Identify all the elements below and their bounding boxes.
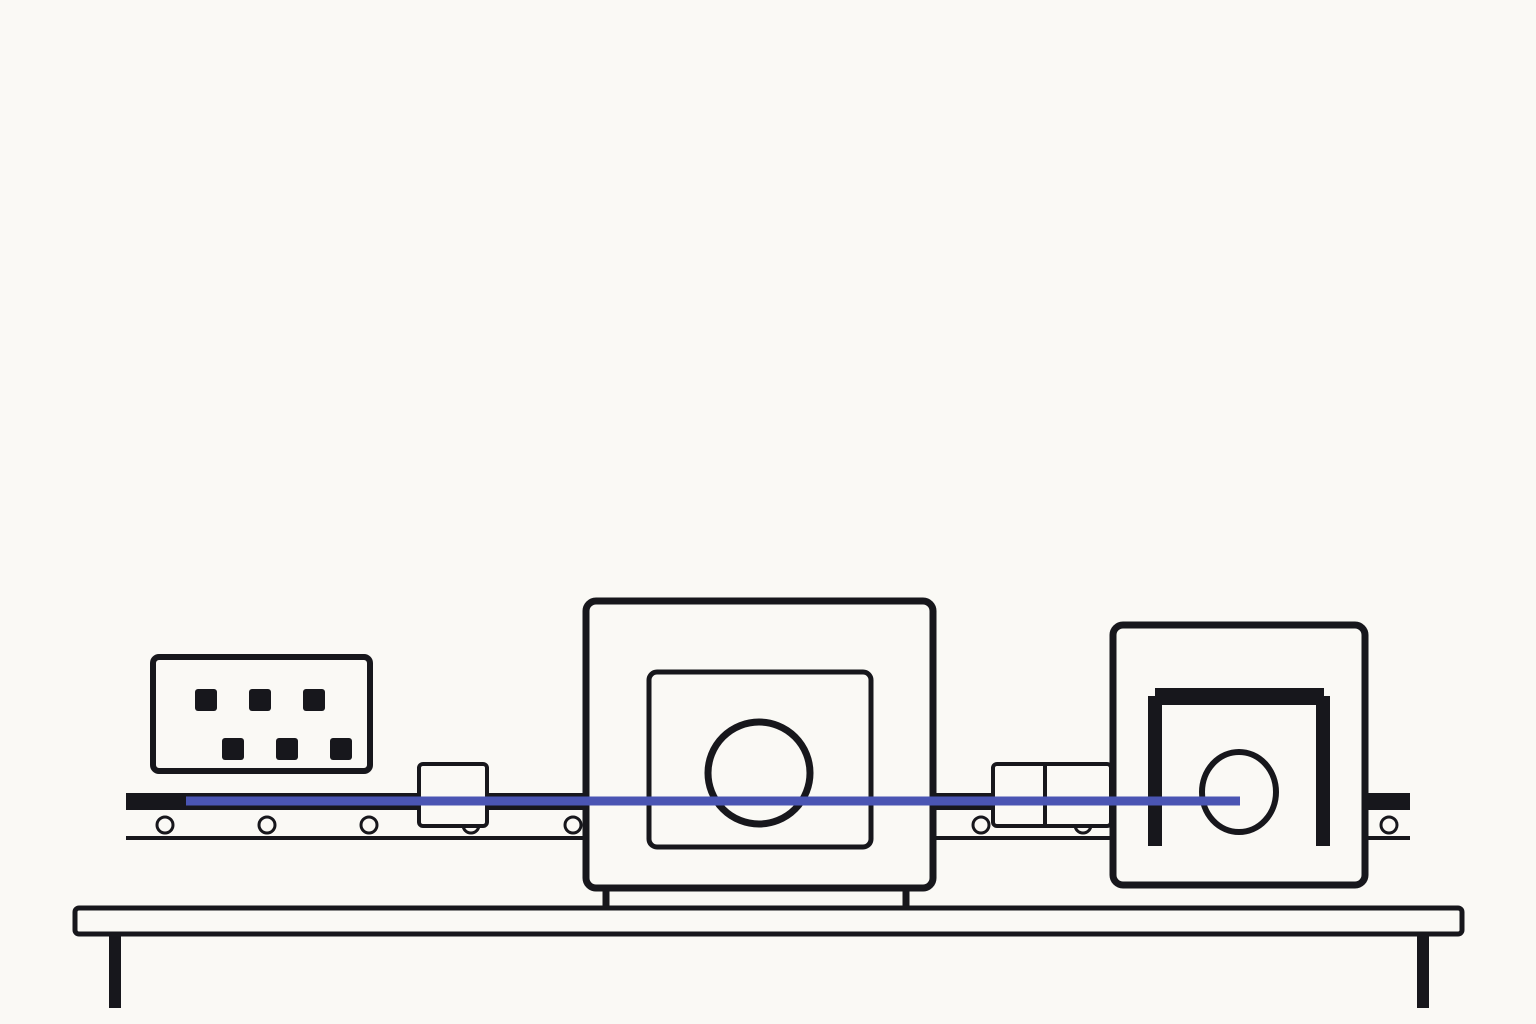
end-machine-frame-top: [1155, 688, 1324, 705]
control-panel-body: [150, 654, 373, 774]
indicator-light: [195, 689, 217, 711]
workbench-leg-right: [1417, 934, 1429, 1008]
indicator-light: [222, 738, 244, 760]
conveyor-roller: [1379, 815, 1399, 835]
workbench-leg-left: [109, 934, 121, 1008]
central-machine-lens: [704, 718, 814, 828]
indicator-light: [330, 738, 352, 760]
conveyor-roller: [359, 815, 379, 835]
end-machine: [1109, 621, 1369, 889]
double-clamp-box: [991, 762, 1113, 828]
double-clamp-box-body: [991, 762, 1113, 828]
conveyor-roller: [563, 815, 583, 835]
indicator-light: [249, 689, 271, 711]
conveyor-roller: [971, 815, 991, 835]
workbench-top: [72, 905, 1465, 937]
conveyor-roller: [257, 815, 277, 835]
end-machine-lens: [1199, 749, 1279, 835]
end-machine-frame-left: [1148, 696, 1162, 846]
control-panel: [150, 654, 373, 774]
indicator-light: [276, 738, 298, 760]
workbench: [72, 905, 1465, 1008]
end-machine-frame-right: [1316, 696, 1330, 846]
small-clamp-box: [417, 762, 489, 828]
control-panel-indicators: [195, 689, 352, 760]
central-machine: [582, 597, 937, 908]
conveyor-roller: [155, 815, 175, 835]
indicator-light: [303, 689, 325, 711]
